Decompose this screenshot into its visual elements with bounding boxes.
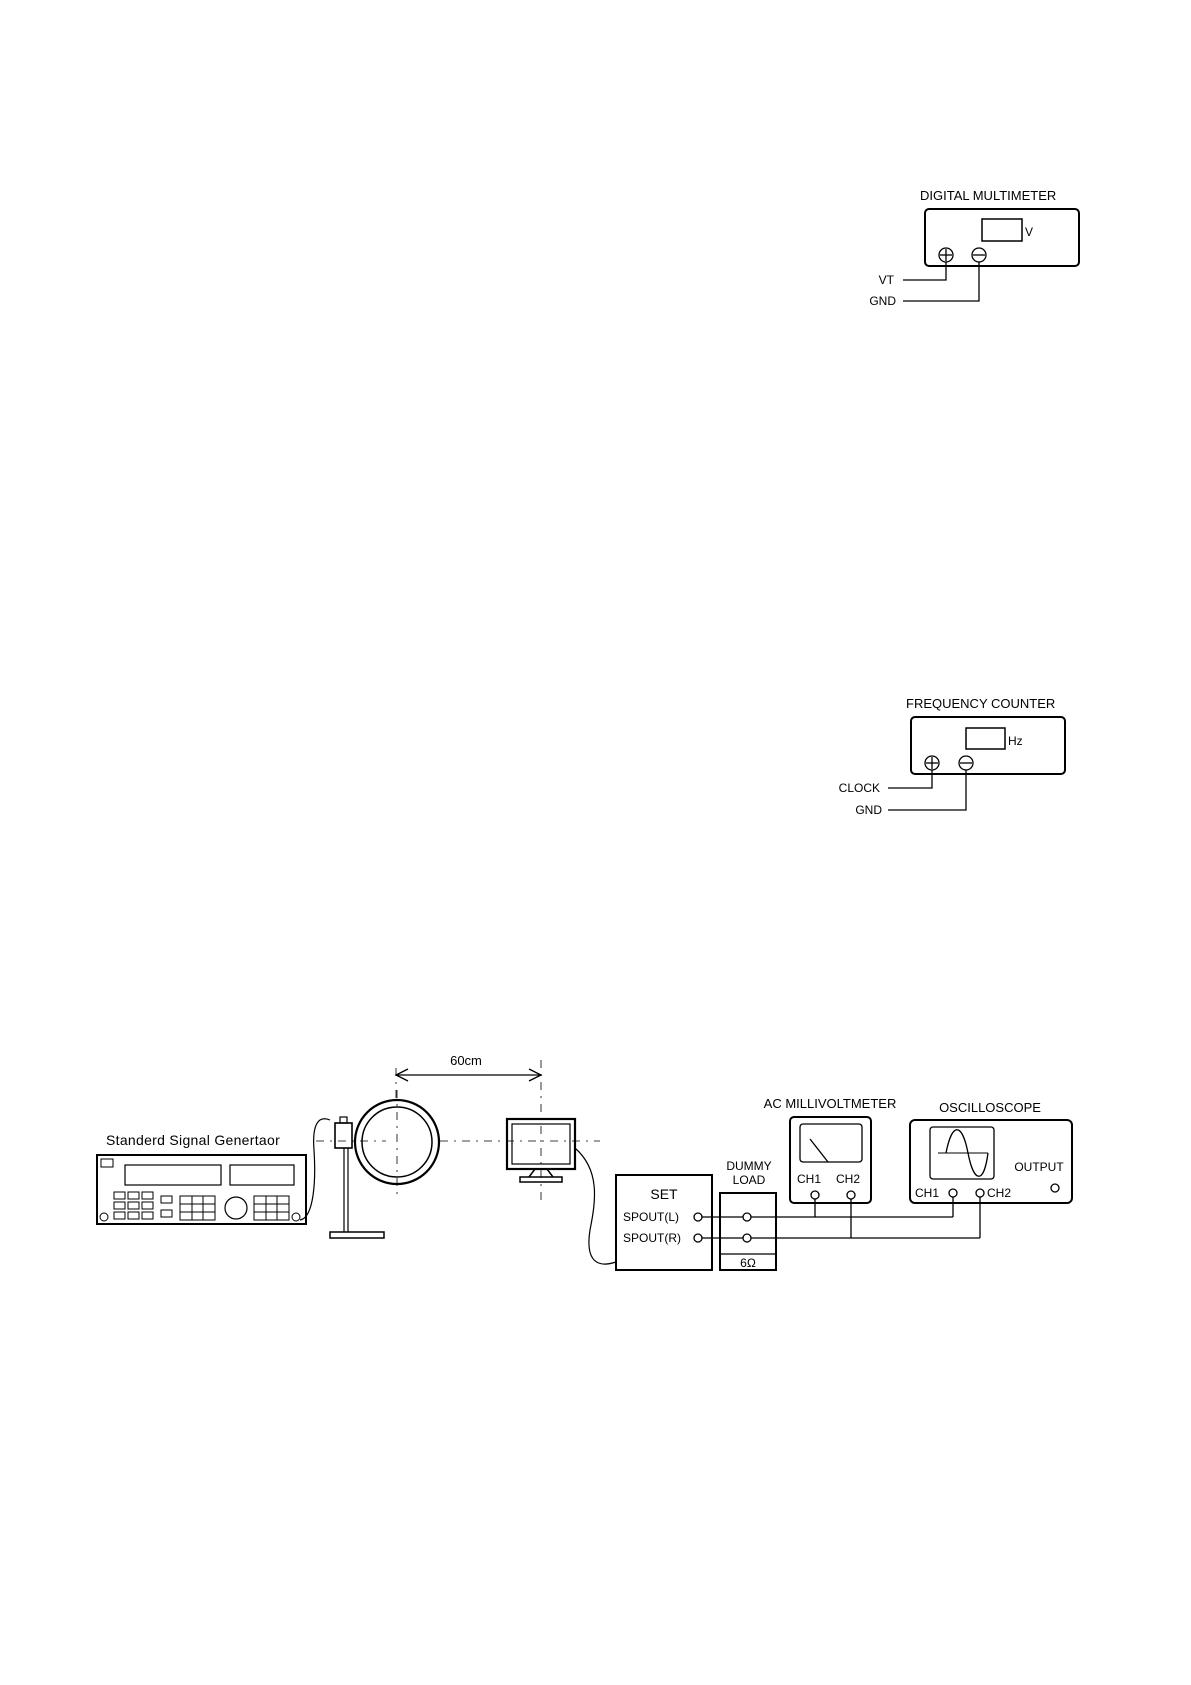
signal-generator-display-right bbox=[230, 1165, 294, 1185]
frequency-counter-clock-label: CLOCK bbox=[839, 781, 880, 795]
oscilloscope-ch2-label: CH2 bbox=[987, 1186, 1011, 1200]
frequency-counter-gnd-lead bbox=[888, 770, 966, 810]
dummy-load-value: 6Ω bbox=[740, 1256, 756, 1270]
multimeter-body bbox=[925, 209, 1079, 266]
set-box: SET SPOUT(L) SPOUT(R) bbox=[616, 1175, 712, 1270]
millivoltmeter-ch2-label: CH2 bbox=[836, 1172, 860, 1186]
test-setup-diagram: Standerd Signal Genertaor bbox=[97, 1053, 1072, 1270]
millivoltmeter-ch1-terminal bbox=[811, 1191, 819, 1199]
oscilloscope-label: OSCILLOSCOPE bbox=[939, 1100, 1041, 1115]
multimeter-vt-label: VT bbox=[879, 273, 895, 287]
multimeter-minus-terminal bbox=[972, 248, 986, 262]
oscilloscope-ch1-label: CH1 bbox=[915, 1186, 939, 1200]
millivoltmeter-ch2-terminal bbox=[847, 1191, 855, 1199]
multimeter-display bbox=[982, 219, 1022, 241]
multimeter-gnd-label: GND bbox=[869, 294, 896, 308]
dummy-load-terminal-r bbox=[743, 1234, 751, 1242]
frequency-counter-diagram: FREQUENCY COUNTER Hz CLOCK GND bbox=[839, 696, 1065, 817]
set-label: SET bbox=[650, 1186, 678, 1202]
frequency-counter-body bbox=[911, 717, 1065, 774]
millivoltmeter-ch1-label: CH1 bbox=[797, 1172, 821, 1186]
signal-generator-display-left bbox=[125, 1165, 221, 1185]
oscilloscope-ch1-terminal bbox=[949, 1189, 957, 1197]
signal-generator-label: Standerd Signal Genertaor bbox=[106, 1132, 280, 1148]
signal-generator-output-terminal bbox=[292, 1213, 300, 1221]
set-spout-l-terminal bbox=[694, 1213, 702, 1221]
millivoltmeter-meter-face bbox=[800, 1124, 862, 1162]
dummy-load: DUMMY LOAD 6Ω bbox=[720, 1159, 776, 1270]
multimeter-title: DIGITAL MULTIMETER bbox=[920, 188, 1056, 203]
set-spout-r-terminal bbox=[694, 1234, 702, 1242]
frequency-counter-display bbox=[966, 728, 1005, 749]
multimeter-plus-terminal bbox=[939, 248, 953, 262]
multimeter-unit: V bbox=[1025, 225, 1033, 239]
signal-generator-keypad bbox=[114, 1192, 289, 1220]
multimeter-vt-lead bbox=[903, 262, 946, 280]
millivoltmeter-label: AC MILLIVOLTMETER bbox=[764, 1096, 897, 1111]
set-output-right-label: SPOUT(R) bbox=[623, 1231, 681, 1245]
frequency-counter-clock-lead bbox=[888, 770, 932, 788]
dummy-load-label-line1: DUMMY bbox=[726, 1159, 771, 1173]
signal-generator-terminal-left bbox=[100, 1213, 108, 1221]
dummy-load-terminal-l bbox=[743, 1213, 751, 1221]
signal-generator: Standerd Signal Genertaor bbox=[97, 1132, 306, 1224]
set-output-left-label: SPOUT(L) bbox=[623, 1210, 679, 1224]
frequency-counter-title: FREQUENCY COUNTER bbox=[906, 696, 1055, 711]
frequency-counter-minus-terminal bbox=[959, 756, 973, 770]
oscilloscope-output-label: OUTPUT bbox=[1014, 1160, 1064, 1174]
loop-antenna bbox=[316, 1090, 439, 1238]
ac-millivoltmeter: AC MILLIVOLTMETER CH1 CH2 bbox=[764, 1096, 897, 1203]
generator-cable bbox=[300, 1119, 330, 1220]
dummy-load-label-line2: LOAD bbox=[733, 1173, 766, 1187]
frequency-counter-plus-terminal bbox=[925, 756, 939, 770]
monitor-cable bbox=[575, 1148, 616, 1264]
signal-generator-knob bbox=[225, 1197, 247, 1219]
millivoltmeter-needle bbox=[810, 1139, 828, 1162]
oscilloscope-output-terminal bbox=[1051, 1184, 1059, 1192]
oscilloscope-ch2-terminal bbox=[976, 1189, 984, 1197]
frequency-counter-unit: Hz bbox=[1008, 734, 1023, 748]
distance-label: 60cm bbox=[450, 1053, 482, 1068]
frequency-counter-gnd-label: GND bbox=[855, 803, 882, 817]
oscilloscope: OSCILLOSCOPE OUTPUT CH1 CH2 bbox=[910, 1100, 1072, 1203]
multimeter-gnd-lead bbox=[903, 262, 979, 301]
digital-multimeter-diagram: DIGITAL MULTIMETER V VT GND bbox=[869, 188, 1079, 308]
